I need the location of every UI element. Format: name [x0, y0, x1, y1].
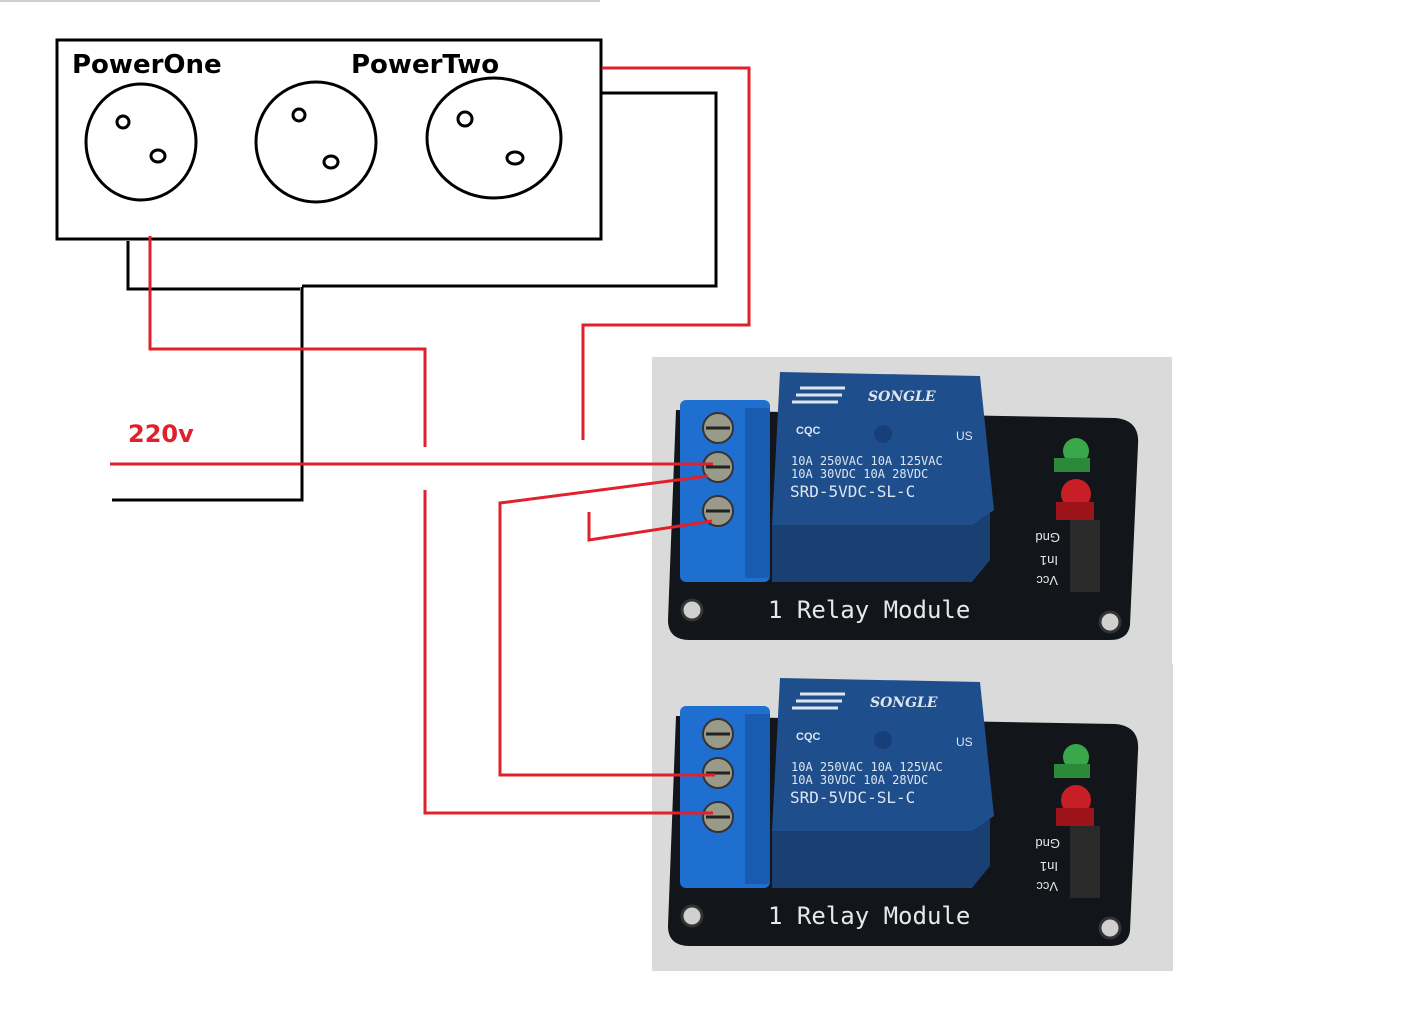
- pin-header: [1070, 520, 1100, 592]
- mount-hole: [1098, 610, 1122, 634]
- terminal-block-side: [745, 714, 770, 884]
- relay-model: SRD-5VDC-SL-C: [790, 482, 915, 501]
- led-base: [1056, 502, 1094, 520]
- relay-rating-line-2: 10A 30VDC 10A 28VDC: [791, 773, 928, 787]
- relay-brand: SONGLE: [868, 389, 936, 405]
- relay-module-1: SONGLE CQC US 10A 250VAC 10A 125VAC 10A …: [652, 357, 1172, 664]
- red-led-icon: [1061, 785, 1091, 815]
- pin-in1-label: In1: [1040, 553, 1058, 568]
- socket-power-two: [425, 76, 563, 200]
- neutral-wire-strip-right: [302, 91, 718, 288]
- terminal-block-side: [745, 408, 770, 578]
- live-wires: [110, 66, 751, 815]
- socket-middle: [254, 80, 378, 204]
- live-wire-bridge: [498, 474, 715, 777]
- red-led-icon: [1061, 479, 1091, 509]
- green-led-icon: [1063, 438, 1089, 464]
- voltage-label: 220v: [128, 420, 194, 448]
- relay-cube: [772, 372, 994, 525]
- relay-rating-line-1: 10A 250VAC 10A 125VAC: [791, 760, 943, 774]
- mount-hole: [1098, 916, 1122, 940]
- board-label: 1 Relay Module: [768, 596, 970, 624]
- relay-dot-icon: [874, 425, 892, 443]
- relay-cube: [772, 678, 994, 831]
- power-strip-box: [55, 38, 603, 241]
- relay-cert-right: US: [956, 735, 973, 749]
- relay-cert-left: CQC: [796, 731, 821, 743]
- power-strip: PowerOne PowerTwo: [55, 38, 603, 241]
- mount-hole: [680, 598, 704, 622]
- neutral-wire-supply: [112, 287, 304, 502]
- pin-vcc-label: Vcc: [1036, 879, 1058, 894]
- relay-rating-line-2: 10A 30VDC 10A 28VDC: [791, 467, 928, 481]
- relay-cube-side: [772, 505, 990, 582]
- relay-rating-line-1: 10A 250VAC 10A 125VAC: [791, 454, 943, 468]
- live-wire-relay1-nc: [587, 512, 713, 542]
- pin-vcc-label: Vcc: [1036, 573, 1058, 588]
- live-wire-power-one: [148, 236, 427, 447]
- relay-module-2: SONGLE CQC US 10A 250VAC 10A 125VAC 10A …: [652, 664, 1173, 971]
- live-wire-power-one-lower: [423, 490, 713, 815]
- pin-header: [1070, 826, 1100, 898]
- power-two-label: PowerTwo: [351, 50, 499, 80]
- pin-in1-label: In1: [1040, 859, 1058, 874]
- pin-gnd-label: Gnd: [1035, 836, 1060, 851]
- live-wire-power-two: [581, 66, 751, 440]
- relay-dot-icon: [874, 731, 892, 749]
- relay-cube-side: [772, 811, 990, 888]
- songle-logo-icon: [792, 692, 845, 710]
- led-base: [1056, 808, 1094, 826]
- led-base: [1054, 764, 1090, 778]
- pin-gnd-label: Gnd: [1035, 530, 1060, 545]
- relay-cert-left: CQC: [796, 425, 821, 437]
- songle-logo-icon: [792, 386, 845, 404]
- neutral-wire-strip-left: [126, 241, 300, 291]
- relay-brand: SONGLE: [870, 695, 938, 711]
- green-led-icon: [1063, 744, 1089, 770]
- relay-model: SRD-5VDC-SL-C: [790, 788, 915, 807]
- relay-cert-right: US: [956, 429, 973, 443]
- mount-hole: [680, 904, 704, 928]
- board-label: 1 Relay Module: [768, 902, 970, 930]
- neutral-wires: [112, 91, 718, 502]
- socket-power-one: [84, 82, 198, 202]
- led-base: [1054, 458, 1090, 472]
- power-one-label: PowerOne: [72, 50, 222, 80]
